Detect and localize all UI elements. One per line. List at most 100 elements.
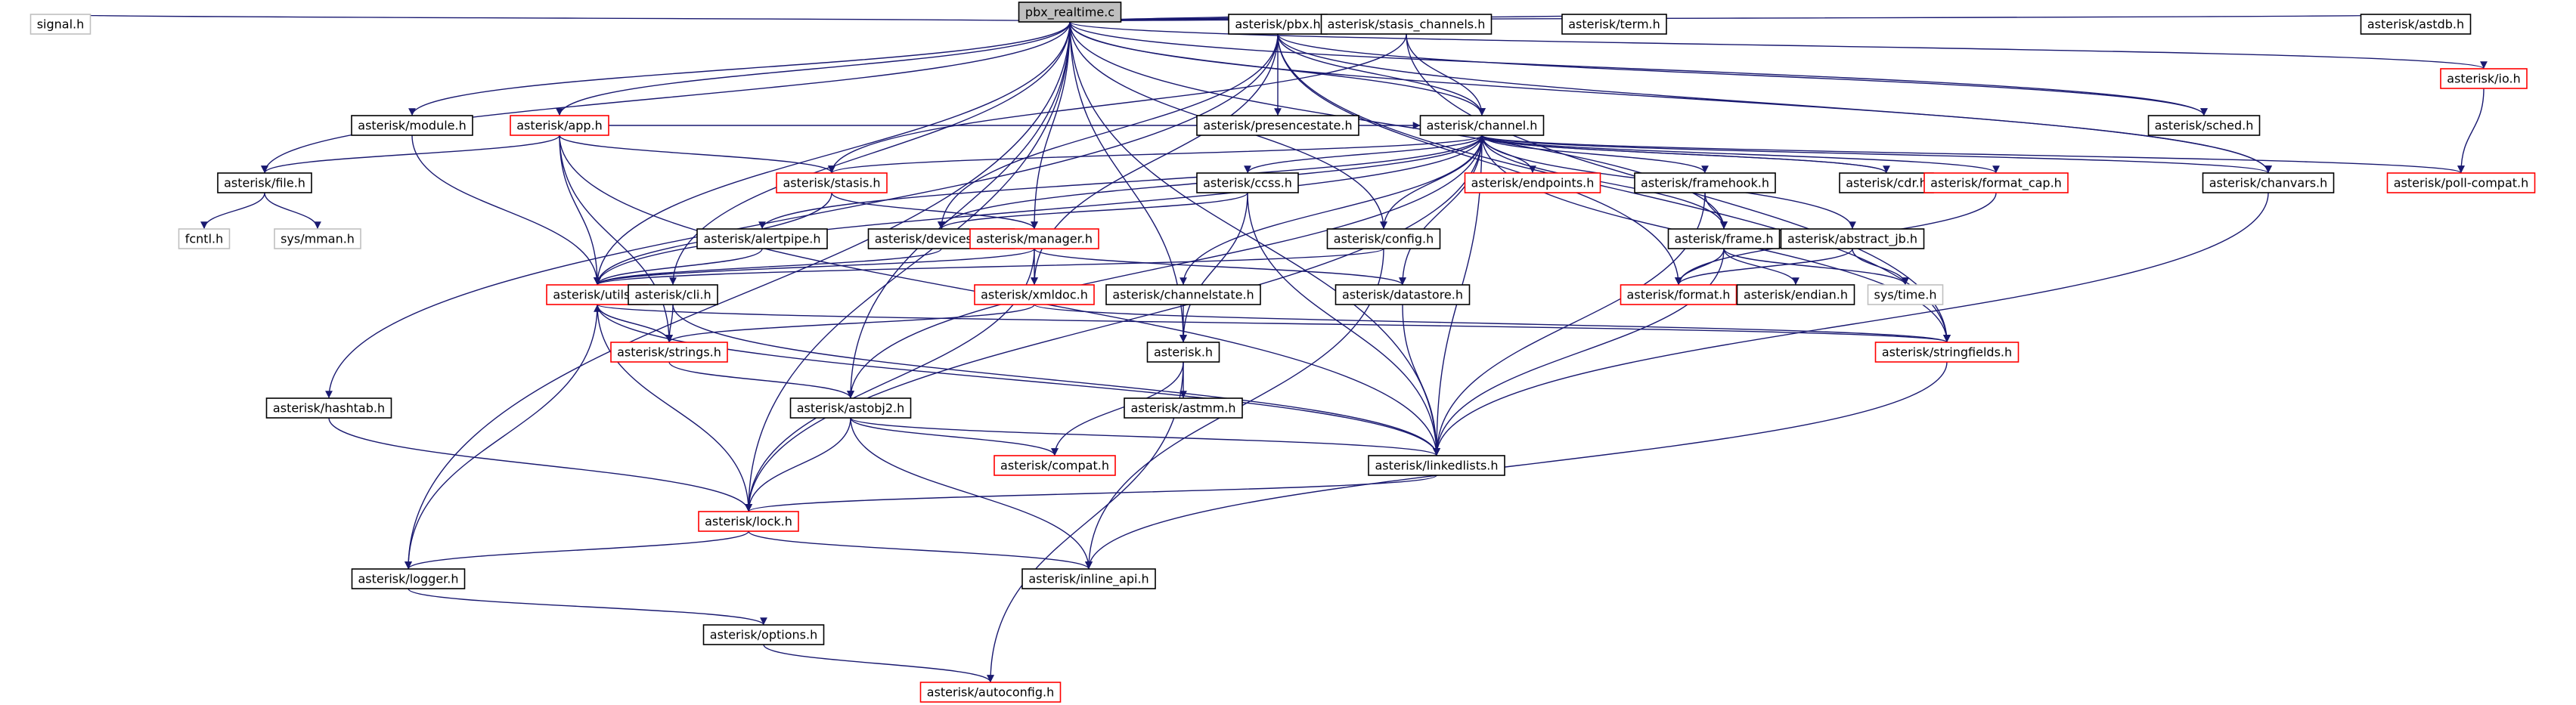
node-endian[interactable]: asterisk/endian.h	[1736, 284, 1855, 305]
node-pbx[interactable]: asterisk/pbx.h	[1228, 14, 1328, 35]
edge-channel-to-astobj2	[847, 135, 1483, 399]
node-app[interactable]: asterisk/app.h	[510, 115, 609, 136]
edge-frame-to-systime	[1723, 248, 1909, 286]
edge-io-to-poll_compat	[2457, 88, 2485, 174]
node-box	[969, 228, 1099, 249]
node-autoconfig[interactable]: asterisk/autoconfig.h	[919, 682, 1062, 703]
node-xmldoc[interactable]: asterisk/xmldoc.h	[974, 284, 1095, 305]
node-signal[interactable]: signal.h	[29, 14, 91, 35]
node-channelstate[interactable]: asterisk/channelstate.h	[1105, 284, 1261, 305]
node-lock[interactable]: asterisk/lock.h	[698, 511, 799, 532]
edge-stasis-to-manager	[831, 192, 1038, 230]
node-config[interactable]: asterisk/config.h	[1326, 228, 1441, 249]
edge-astobj2-to-inline_api	[850, 417, 1093, 570]
node-format[interactable]: asterisk/format.h	[1620, 284, 1737, 305]
node-frame[interactable]: asterisk/frame.h	[1667, 228, 1781, 249]
node-box	[610, 342, 728, 363]
node-alertpipe[interactable]: asterisk/alertpipe.h	[696, 228, 828, 249]
node-box	[1021, 568, 1156, 589]
edge-pbx-to-channel	[1277, 33, 1486, 116]
node-compat[interactable]: asterisk/compat.h	[994, 455, 1116, 476]
edge-framehook-to-linkedlists	[1433, 192, 1706, 456]
node-sched[interactable]: asterisk/sched.h	[2147, 115, 2261, 136]
edge-channel-to-stasis	[828, 135, 1483, 174]
node-hashtab[interactable]: asterisk/hashtab.h	[265, 397, 392, 419]
edge-root-to-linkedlists	[1069, 21, 1440, 456]
node-label: asterisk/term.h	[1568, 17, 1660, 32]
node-box	[1368, 455, 1505, 476]
node-root[interactable]: pbx_realtime.c	[1018, 2, 1122, 23]
node-options[interactable]: asterisk/options.h	[702, 624, 825, 645]
edge-manager-to-datastore	[1034, 248, 1406, 286]
node-linkedlists[interactable]: asterisk/linkedlists.h	[1368, 455, 1505, 476]
edge-utils-to-logger	[405, 304, 598, 570]
node-astobj2[interactable]: asterisk/astobj2.h	[789, 397, 912, 419]
edge-channel-to-utils	[594, 135, 1483, 286]
node-box	[1561, 14, 1667, 35]
node-box	[1196, 172, 1299, 193]
node-label: asterisk/astobj2.h	[797, 401, 904, 416]
node-logger[interactable]: asterisk/logger.h	[351, 568, 466, 589]
node-manager[interactable]: asterisk/manager.h	[969, 228, 1099, 249]
node-astdb[interactable]: asterisk/astdb.h	[2360, 14, 2472, 35]
edge-channel-to-lock	[745, 135, 1483, 512]
edge-lock-to-inline_api	[748, 530, 1093, 570]
edge-cdr-to-channel	[1478, 135, 1887, 174]
node-file[interactable]: asterisk/file.h	[217, 172, 312, 193]
edge-channel-to-config	[1380, 135, 1483, 230]
node-framehook[interactable]: asterisk/framehook.h	[1634, 172, 1776, 193]
node-astmm[interactable]: asterisk/astmm.h	[1124, 397, 1243, 419]
node-fcntl[interactable]: fcntl.h	[178, 228, 231, 249]
node-cli[interactable]: asterisk/cli.h	[628, 284, 718, 305]
node-box	[29, 14, 91, 35]
node-label: asterisk/chanvars.h	[2209, 176, 2328, 190]
node-stringfields[interactable]: asterisk/stringfields.h	[1874, 342, 2020, 363]
node-label: fcntl.h	[185, 232, 224, 246]
node-box	[1146, 342, 1220, 363]
edge-layer	[58, 14, 2488, 683]
edge-pbx-to-sched	[1277, 33, 2208, 116]
node-label: asterisk/stasis.h	[783, 176, 880, 190]
node-label: asterisk/linkedlists.h	[1375, 459, 1498, 473]
node-io[interactable]: asterisk/io.h	[2440, 68, 2528, 89]
node-module[interactable]: asterisk/module.h	[351, 115, 473, 136]
node-format_cap[interactable]: asterisk/format_cap.h	[1923, 172, 2069, 193]
edge-channel-to-frame	[1481, 135, 1728, 230]
edge-root-to-signal	[58, 14, 1071, 23]
node-mman[interactable]: sys/mman.h	[274, 228, 361, 249]
node-strings[interactable]: asterisk/strings.h	[610, 342, 728, 363]
node-inline_api[interactable]: asterisk/inline_api.h	[1021, 568, 1156, 589]
edge-utils-to-linkedlists	[597, 304, 1440, 456]
node-abstract_jb[interactable]: asterisk/abstract_jb.h	[1780, 228, 1925, 249]
node-presencestate[interactable]: asterisk/presencestate.h	[1196, 115, 1359, 136]
node-ccss[interactable]: asterisk/ccss.h	[1196, 172, 1299, 193]
node-channel[interactable]: asterisk/channel.h	[1419, 115, 1545, 136]
node-label: asterisk/presencestate.h	[1203, 119, 1352, 133]
node-box	[1326, 228, 1441, 249]
node-label: asterisk.h	[1154, 345, 1213, 360]
edge-channel-to-ccss	[1244, 135, 1483, 174]
node-chanvars[interactable]: asterisk/chanvars.h	[2202, 172, 2335, 193]
node-asterisk[interactable]: asterisk.h	[1146, 342, 1220, 363]
node-box	[1464, 172, 1601, 193]
node-cdr[interactable]: asterisk/cdr.h	[1839, 172, 1934, 193]
node-datastore[interactable]: asterisk/datastore.h	[1334, 284, 1471, 305]
node-poll_compat[interactable]: asterisk/poll-compat.h	[2386, 172, 2536, 193]
edge-app-to-stasis	[559, 135, 835, 174]
node-label: asterisk/format_cap.h	[1930, 176, 2062, 191]
node-label: asterisk/lock.h	[705, 515, 792, 529]
node-label: asterisk/app.h	[516, 119, 603, 133]
edge-root-to-lock	[745, 21, 1071, 512]
node-stasis[interactable]: asterisk/stasis.h	[776, 172, 888, 193]
node-label: asterisk/pbx.h	[1235, 17, 1320, 32]
node-systime[interactable]: sys/time.h	[1867, 284, 1944, 305]
node-term[interactable]: asterisk/term.h	[1561, 14, 1667, 35]
node-box	[919, 682, 1062, 703]
edge-root-to-file	[261, 21, 1071, 174]
node-label: asterisk/format.h	[1627, 288, 1731, 302]
node-stasis_channels[interactable]: asterisk/stasis_channels.h	[1320, 14, 1493, 35]
node-endpoints[interactable]: asterisk/endpoints.h	[1464, 172, 1601, 193]
node-box	[1634, 172, 1776, 193]
edge-ccss-to-devicestate	[938, 192, 1248, 230]
